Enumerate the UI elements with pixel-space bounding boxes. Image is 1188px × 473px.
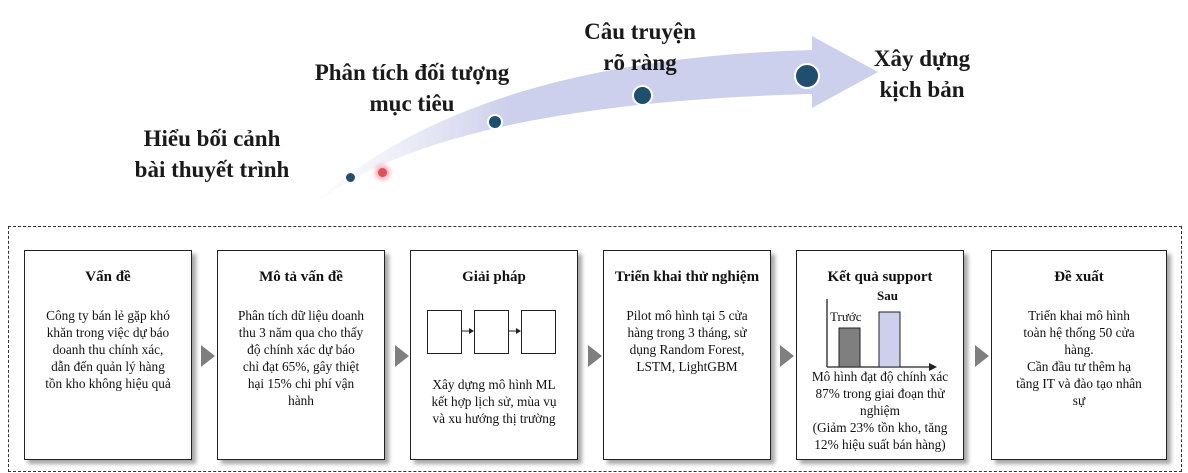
box-title: Mô tả vấn đề bbox=[259, 269, 343, 285]
text-line: tầng IT và đào tạo nhân bbox=[1016, 376, 1142, 391]
stage-label-line: Hiểu bối cảnh bbox=[143, 126, 281, 151]
text-line: khăn trong việc dự báo bbox=[46, 325, 170, 340]
box-pilot: Triển khai thử nghiệm Pilot mô hình tại … bbox=[603, 250, 771, 460]
box-title: Vấn đề bbox=[85, 269, 131, 285]
stage-label-line: Xây dựng bbox=[873, 46, 971, 71]
text-line: tồn kho không hiệu quả bbox=[45, 376, 171, 391]
box-title: Triển khai thử nghiệm bbox=[614, 269, 760, 285]
box-results: Kết quả support Trước Sau Mô hình đạt độ… bbox=[796, 250, 964, 460]
stage-label-audience: Phân tích đối tượng mục tiêu bbox=[290, 57, 534, 119]
stage-label-line: Câu truyện bbox=[584, 19, 696, 44]
progress-arrow bbox=[305, 36, 878, 212]
stage-label-line: bài thuyết trình bbox=[134, 157, 290, 182]
text-line: 87% trong giai đoạn thử bbox=[815, 386, 945, 401]
flow-arrow-3 bbox=[588, 345, 602, 367]
flow-arrow-4 bbox=[780, 345, 794, 367]
box-text: Mô hình đạt độ chính xác 87% trong giai … bbox=[801, 368, 959, 453]
pipeline-step-3 bbox=[521, 310, 556, 354]
bar-after bbox=[878, 311, 901, 368]
box-problem-description: Mô tả vấn đề Phân tích dữ liệu doanh thu… bbox=[217, 250, 385, 460]
text-line: độ chính xác dự báo bbox=[247, 342, 355, 357]
box-title: Kết quả support bbox=[827, 269, 933, 285]
text-line: sự bbox=[1072, 393, 1086, 408]
text-line: Pilot mô hình tại 5 cửa bbox=[626, 308, 748, 323]
stage-dot-2 bbox=[487, 114, 503, 130]
process-frame bbox=[8, 226, 1182, 472]
box-title: Giải pháp bbox=[462, 269, 526, 285]
text-line: (Giảm 23% tồn kho, tăng bbox=[812, 420, 948, 435]
stage-dot-3 bbox=[632, 85, 653, 106]
text-line: doanh thu chính xác, bbox=[52, 342, 164, 357]
text-line: Phân tích dữ liệu doanh bbox=[237, 308, 365, 323]
text-line: Mô hình đạt độ chính xác bbox=[811, 369, 949, 384]
text-line: hại 15% chi phí vận bbox=[247, 376, 355, 391]
text-line: dụng Random Forest, bbox=[629, 342, 745, 357]
text-line: Triển khai mô hình bbox=[1028, 308, 1130, 323]
box-text: Phân tích dữ liệu doanh thu 3 năm qua ch… bbox=[228, 307, 374, 409]
box-text: Xây dựng mô hình ML kết hợp lịch sử, mùa… bbox=[421, 376, 567, 427]
flow-arrow-2 bbox=[395, 345, 409, 367]
pipeline-step-2 bbox=[474, 310, 509, 354]
bar-after-label: Sau bbox=[877, 288, 898, 303]
box-title: Đề xuất bbox=[1054, 269, 1104, 285]
stage-dot-1 bbox=[344, 171, 357, 184]
stage-label-context: Hiểu bối cảnh bài thuyết trình bbox=[112, 123, 312, 185]
flow-arrow-5 bbox=[975, 345, 989, 367]
bar-before bbox=[838, 327, 861, 368]
stage-label-line: rõ ràng bbox=[603, 50, 677, 75]
box-solution: Giải pháp Xây dựng mô hình ML kết hợp lị… bbox=[410, 250, 578, 460]
highlight-dot bbox=[378, 168, 387, 177]
comparison-chart bbox=[826, 299, 937, 371]
text-line: chỉ đạt 65%, gây thiệt bbox=[242, 359, 360, 374]
box-problem: Vấn đề Công ty bán lẻ gặp khó khăn trong… bbox=[24, 250, 192, 460]
stage-dot-4 bbox=[794, 63, 820, 89]
box-proposal: Đề xuất Triển khai mô hình toàn hệ thống… bbox=[991, 250, 1167, 460]
text-line: Xây dựng mô hình ML bbox=[432, 377, 556, 392]
text-line: Cần đầu tư thêm hạ bbox=[1027, 359, 1131, 374]
text-line: 12% hiệu suất bán hàng) bbox=[814, 437, 946, 452]
pipeline-arrows bbox=[462, 328, 521, 334]
text-line: toàn hệ thống 50 cửa bbox=[1023, 325, 1135, 340]
box-text: Triển khai mô hình toàn hệ thống 50 cửa … bbox=[1002, 307, 1156, 409]
pipeline-step-1 bbox=[427, 310, 462, 354]
stage-label-story: Câu truyện rõ ràng bbox=[562, 16, 718, 78]
box-text: Công ty bán lẻ gặp khó khăn trong việc d… bbox=[35, 307, 181, 392]
text-line: nghiệm bbox=[860, 403, 900, 418]
text-line: hàng. bbox=[1064, 342, 1094, 357]
stage-label-line: kịch bản bbox=[879, 77, 965, 102]
text-line: và xu hướng thị trường bbox=[432, 411, 556, 426]
text-line: hành bbox=[288, 393, 314, 408]
text-line: thu 3 năm qua cho thấy bbox=[238, 325, 364, 340]
flow-arrow-1 bbox=[201, 345, 215, 367]
stage-label-line: Phân tích đối tượng bbox=[314, 60, 510, 85]
text-line: dẫn đến quản lý hàng bbox=[51, 359, 165, 374]
bar-before-label: Trước bbox=[830, 309, 862, 324]
stage-label-line: mục tiêu bbox=[369, 91, 455, 116]
text-line: Công ty bán lẻ gặp khó bbox=[46, 308, 170, 323]
text-line: LSTM, LightGBM bbox=[636, 359, 738, 374]
text-line: hàng trong 3 tháng, sử bbox=[627, 325, 747, 340]
stage-label-script: Xây dựng kịch bản bbox=[852, 43, 992, 105]
box-text: Pilot mô hình tại 5 cửa hàng trong 3 thá… bbox=[614, 307, 760, 375]
text-line: kết hợp lịch sử, mùa vụ bbox=[431, 394, 557, 409]
